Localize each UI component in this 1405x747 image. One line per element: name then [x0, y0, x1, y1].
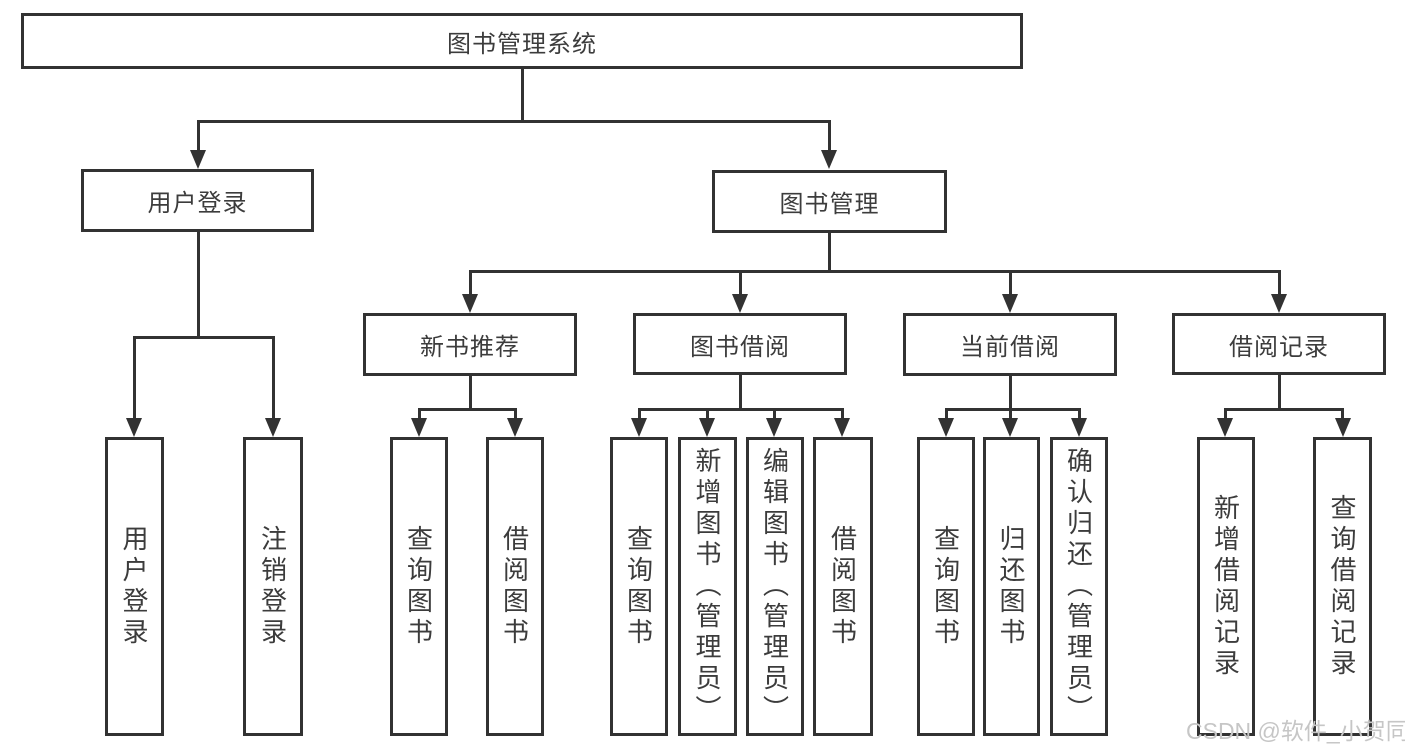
connector-book-borrow-rail	[637, 408, 844, 411]
leaf-query-books-2: 查询图书	[610, 437, 668, 736]
leaf-query-books-1: 查询图书	[390, 437, 448, 736]
node-user-login: 用户登录	[81, 169, 314, 232]
leaf-add-borrow-record: 新增借阅记录	[1197, 437, 1255, 736]
arrow-to-leaf-query-books-1	[417, 408, 421, 418]
connector-user-login-rail	[132, 336, 275, 339]
arrow-to-leaf-logout	[271, 336, 275, 418]
arrow-to-leaf-edit-book	[772, 408, 776, 418]
connector-book-borrow-stub	[738, 375, 742, 411]
node-label: 查询借阅记录	[1327, 493, 1357, 680]
node-book-management: 图书管理	[712, 170, 947, 233]
connector-book-management-stub	[827, 233, 831, 273]
node-label: 用户登录	[147, 190, 248, 217]
node-label: 图书借阅	[690, 333, 790, 361]
leaf-borrow-books-2: 借阅图书	[813, 437, 873, 736]
leaf-query-books-3: 查询图书	[917, 437, 975, 736]
connector-root-stub	[520, 69, 524, 123]
leaf-add-book-admin: 新增图书（管理员）	[678, 437, 737, 736]
arrow-to-user-login	[196, 120, 200, 150]
node-borrow-records: 借阅记录	[1172, 313, 1386, 375]
node-label: 图书管理系统	[447, 30, 597, 58]
node-book-borrow: 图书借阅	[633, 313, 847, 375]
leaf-query-borrow-record: 查询借阅记录	[1313, 437, 1372, 736]
node-label: 归还图书	[996, 524, 1026, 649]
connector-level3-rail	[468, 270, 1281, 273]
arrow-to-leaf-return-book	[1008, 408, 1012, 418]
leaf-user-login: 用户登录	[105, 437, 164, 736]
arrow-to-leaf-confirm-return	[1077, 408, 1081, 418]
arrow-to-leaf-user-login	[132, 336, 136, 418]
node-label: 图书管理	[779, 191, 880, 218]
leaf-borrow-books-1: 借阅图书	[486, 437, 544, 736]
node-label: 借阅记录	[1229, 333, 1329, 361]
node-label: 新增图书（管理员）	[692, 447, 722, 726]
arrow-to-leaf-query-books-3	[944, 408, 948, 418]
arrow-to-leaf-query-borrow-record	[1341, 408, 1344, 418]
node-label: 查询图书	[930, 524, 961, 649]
connector-borrow-records-stub	[1277, 375, 1281, 411]
arrow-to-book-borrow	[738, 270, 742, 294]
leaf-logout: 注销登录	[243, 437, 303, 736]
csdn-watermark: CSDN @软件_小贺同学	[1186, 718, 1405, 744]
leaf-edit-book-admin: 编辑图书（管理员）	[746, 437, 804, 736]
connector-user-login-stub	[196, 232, 200, 339]
node-label: 新书推荐	[420, 334, 520, 361]
arrow-to-book-management	[827, 120, 831, 150]
node-label: 查询图书	[403, 524, 434, 649]
node-current-borrow: 当前借阅	[903, 313, 1117, 376]
node-label: 确认归还（管理员）	[1063, 447, 1094, 726]
node-label: 注销登录	[257, 524, 288, 649]
connector-current-borrow-stub	[1008, 376, 1012, 411]
connector-level2-rail	[196, 120, 831, 123]
node-label: 编辑图书（管理员）	[759, 447, 790, 726]
arrow-to-borrow-records	[1277, 270, 1281, 294]
leaf-return-book: 归还图书	[983, 437, 1040, 736]
connector-new-book-recommend-stub	[468, 376, 472, 411]
node-label: 当前借阅	[960, 334, 1060, 361]
node-label: 借阅图书	[499, 524, 530, 649]
connector-current-borrow-rail	[944, 408, 1081, 411]
arrow-to-leaf-borrow-books-1	[513, 408, 517, 418]
arrow-to-leaf-query-books-2	[637, 408, 641, 418]
node-label: 用户登录	[119, 524, 149, 649]
arrow-to-leaf-borrow-books-2	[840, 408, 844, 418]
arrow-to-leaf-add-book	[705, 408, 709, 418]
node-library-management-system: 图书管理系统	[21, 13, 1023, 69]
node-label: 新增借阅记录	[1210, 493, 1241, 680]
arrow-to-leaf-add-borrow-record	[1223, 408, 1227, 418]
node-label: 借阅图书	[827, 524, 858, 649]
node-label: 查询图书	[623, 524, 654, 649]
connector-new-book-recommend-rail	[417, 408, 517, 411]
arrow-to-current-borrow	[1008, 270, 1012, 294]
leaf-confirm-return-admin: 确认归还（管理员）	[1050, 437, 1108, 736]
node-new-book-recommend: 新书推荐	[363, 313, 577, 376]
arrow-to-new-book-recommend	[468, 270, 472, 294]
connector-borrow-records-rail	[1223, 408, 1344, 411]
